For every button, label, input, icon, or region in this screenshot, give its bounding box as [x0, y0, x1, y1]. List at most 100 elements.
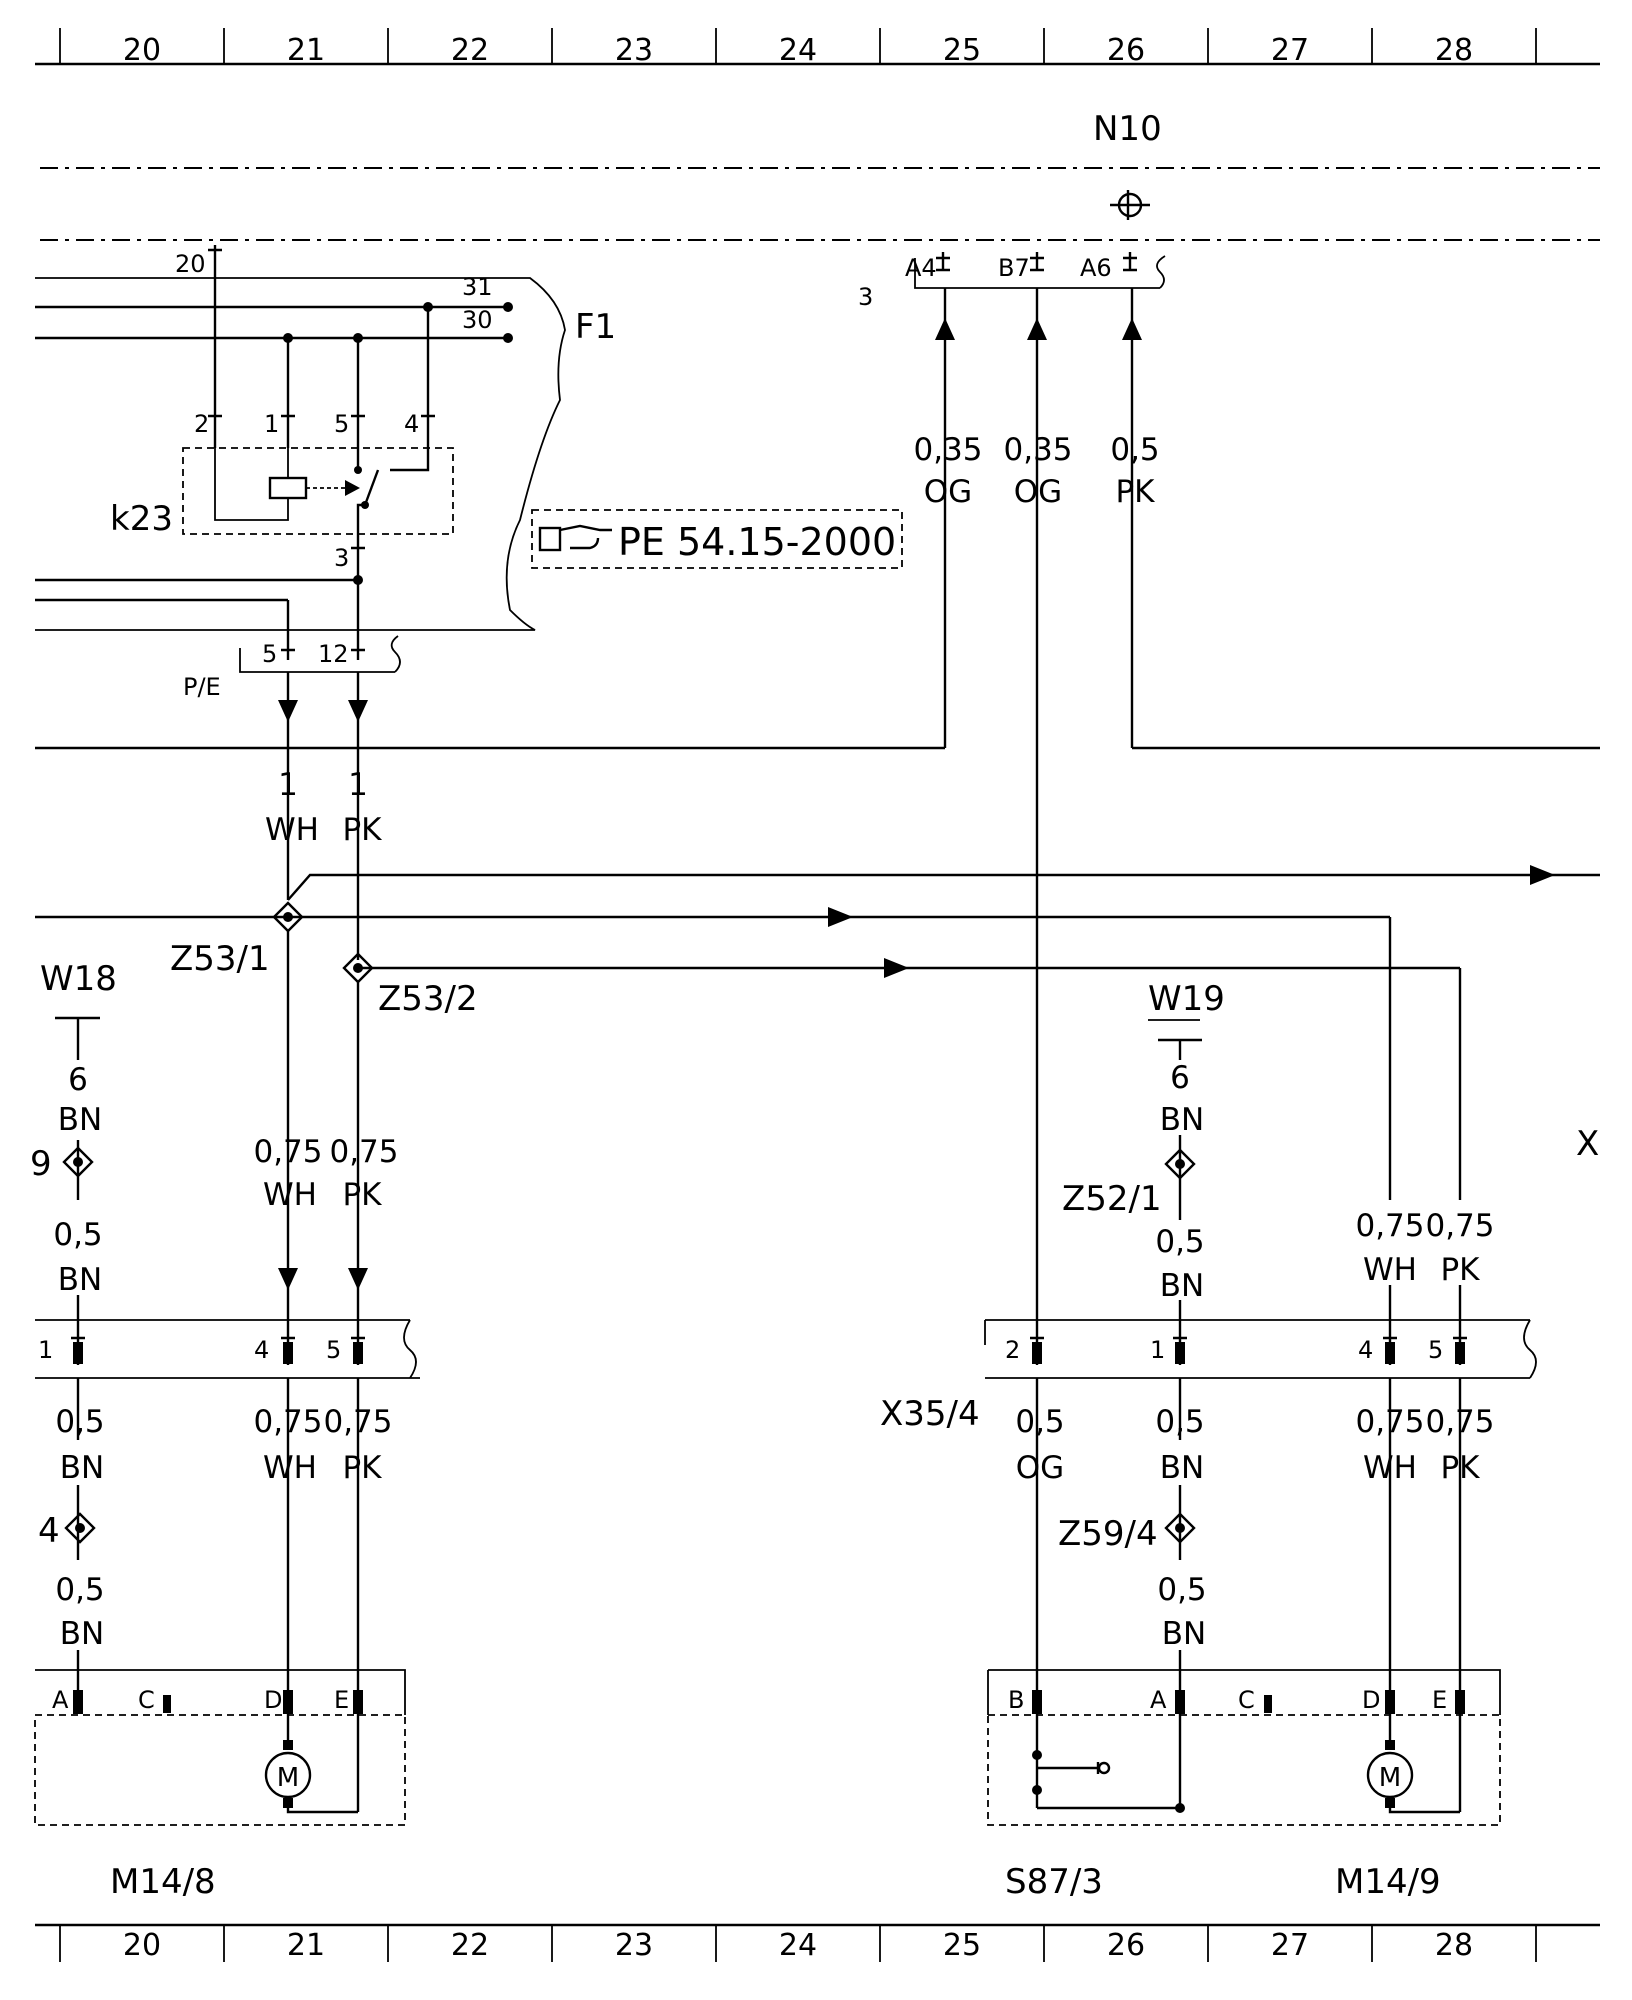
wire-color-n10-og2: OG — [1014, 474, 1062, 510]
grid-col-22: 22 — [451, 33, 489, 68]
wire-color-r-wh: WH — [1363, 1252, 1417, 1288]
m14-9-pin-a: A — [1150, 1686, 1167, 1714]
wire-color-r-pk2: PK — [1440, 1450, 1480, 1486]
switch-icon — [1032, 1714, 1180, 1810]
grid-col-25-bottom: 25 — [943, 1928, 981, 1963]
motor-symbol-m14-9: M — [1379, 1763, 1401, 1793]
left-connector: 1 4 5 0,5 BN 0,75 WH 0,75 PK 4 0,5 BN — [35, 1319, 420, 1690]
wire-color-l-wh2: WH — [263, 1450, 317, 1486]
motor-icon: M — [264, 1751, 312, 1799]
wire-gauge-l-bn3: 0,5 — [55, 1404, 104, 1440]
k23-pin-2: 2 — [194, 410, 209, 438]
ground-symbol-icon — [1110, 190, 1150, 220]
lconn-pin-4: 4 — [254, 1336, 269, 1364]
wire-gauge-r-bn2: 0,5 — [1155, 1404, 1204, 1440]
m14-8-pin-d: D — [264, 1686, 282, 1714]
wire-gauge-n10-pk: 0,5 — [1110, 432, 1159, 468]
pe-label: P/E — [183, 673, 221, 701]
grid-col-24: 24 — [779, 33, 817, 68]
grid-col-20-bottom: 20 — [123, 1928, 161, 1963]
wire-color-n10-pk: PK — [1115, 474, 1155, 510]
wire-color-r-bn: BN — [1160, 1268, 1204, 1304]
grid-footer: 20 21 22 23 24 25 26 27 28 — [35, 1923, 1600, 1963]
splice-left-lower-icon — [64, 1512, 96, 1544]
n10-module: N10 3 A4 B7 A6 — [40, 109, 1600, 311]
grid-col-27: 27 — [1271, 33, 1309, 68]
wire-gauge-r-pk: 0,75 — [1425, 1208, 1494, 1244]
m14-9-pin-d: D — [1362, 1686, 1380, 1714]
pe-pin-5: 5 — [262, 640, 277, 668]
grid-col-21-bottom: 21 — [287, 1928, 325, 1963]
reference-label: PE 54.15-2000 — [618, 520, 896, 564]
grid-col-23: 23 — [615, 33, 653, 68]
wire-gauge-w18-bn: 6 — [68, 1062, 88, 1098]
w18-label: W18 — [40, 959, 117, 999]
wire-color-l-wh: WH — [263, 1177, 317, 1213]
splice-z52-1-icon — [1164, 1148, 1196, 1180]
f1-pin-31: 31 — [462, 273, 493, 301]
pointing-hand-icon — [538, 524, 612, 552]
x35-4-label: X35/4 — [880, 1394, 980, 1434]
pe-connector: P/E 5 12 1 WH 1 PK — [183, 580, 401, 960]
w18-branch: W18 6 BN 9 0,5 BN — [30, 959, 117, 1330]
wire-color-l-pk2: PK — [342, 1450, 382, 1486]
wire-color-l-bn4: BN — [60, 1616, 104, 1652]
wire-gauge-w19-bn: 6 — [1170, 1060, 1190, 1096]
grid-col-25: 25 — [943, 33, 981, 68]
m14-8-pin-e: E — [334, 1686, 349, 1714]
x35-4-connector: X35/4 2 1 4 5 0,5 OG 0,5 BN 0,75 WH 0,75… — [880, 1319, 1537, 1690]
n10-pin-a6: A6 — [1080, 254, 1112, 282]
wire-gauge-l-wh: 0,75 — [253, 1134, 322, 1170]
z53-2-label: Z53/2 — [378, 979, 478, 1019]
wire-gauge-l-wh2: 0,75 — [253, 1404, 322, 1440]
n10-pin-3: 3 — [858, 283, 873, 311]
s87-3-label: S87/3 — [1005, 1862, 1103, 1902]
k23-label: k23 — [110, 499, 173, 539]
x35-4-pin-2: 2 — [1005, 1336, 1020, 1364]
m14-9-pin-e: E — [1432, 1686, 1447, 1714]
grid-header: 20 21 22 23 24 25 26 27 28 — [35, 28, 1600, 68]
splice-z53: Z53/1 Z53/2 0,75 WH 0,75 PK — [35, 865, 1600, 1330]
left-partial-label-4: 4 — [38, 1511, 60, 1551]
wire-color-r-pk: PK — [1440, 1252, 1480, 1288]
reference-box: PE 54.15-2000 — [531, 509, 903, 569]
wire-gauge-l-pk2: 0,75 — [323, 1404, 392, 1440]
left-partial-label-9: 9 — [30, 1144, 52, 1184]
n10-pin-b7: B7 — [998, 254, 1030, 282]
splice-left-icon — [62, 1146, 94, 1178]
grid-col-26-bottom: 26 — [1107, 1928, 1145, 1963]
k23-pin-5: 5 — [334, 410, 349, 438]
wire-gauge-r-bn: 0,5 — [1155, 1224, 1204, 1260]
wire-color-pe-pk: PK — [342, 812, 382, 848]
grid-col-21: 21 — [287, 33, 325, 68]
wire-gauge-n10-og1: 0,35 — [913, 432, 982, 468]
wire-gauge-l-bn4: 0,5 — [55, 1572, 104, 1608]
wire-color-pe-wh: WH — [265, 812, 319, 848]
wire-gauge-l-pk: 0,75 — [329, 1134, 398, 1170]
wire-gauge-w18-bn2: 0,5 — [53, 1217, 102, 1253]
wire-gauge-pe-wh: 1 — [278, 767, 298, 803]
x-edge-label: X — [1576, 1124, 1599, 1164]
wire-gauge-r-wh: 0,75 — [1355, 1208, 1424, 1244]
wire-color-r-og: OG — [1016, 1450, 1064, 1486]
m14-9-label: M14/9 — [1335, 1862, 1441, 1902]
wire-gauge-r-bn3: 0,5 — [1157, 1572, 1206, 1608]
wire-color-n10-og1: OG — [924, 474, 972, 510]
n10-wires: 0,35 OG 0,35 OG 0,5 PK — [35, 288, 1600, 1335]
m14-8-pin-a: A — [52, 1686, 69, 1714]
lconn-pin-5: 5 — [326, 1336, 341, 1364]
x35-4-pin-1: 1 — [1150, 1336, 1165, 1364]
m14-9-pin-c: C — [1238, 1686, 1255, 1714]
motor-symbol-m14-8: M — [277, 1763, 299, 1793]
s87-m14-9-block: B A C D E M S87/3 M14/9 — [987, 1669, 1501, 1902]
wire-color-w19-bn: BN — [1160, 1102, 1204, 1138]
w19-label: W19 — [1148, 979, 1225, 1019]
n10-label: N10 — [1093, 109, 1162, 149]
lconn-pin-1: 1 — [38, 1336, 53, 1364]
f1-pin-30: 30 — [462, 306, 493, 334]
z53-1-label: Z53/1 — [170, 939, 270, 979]
k23-pin-1: 1 — [264, 410, 279, 438]
grid-col-26: 26 — [1107, 33, 1145, 68]
motor-icon: M — [1366, 1751, 1414, 1799]
